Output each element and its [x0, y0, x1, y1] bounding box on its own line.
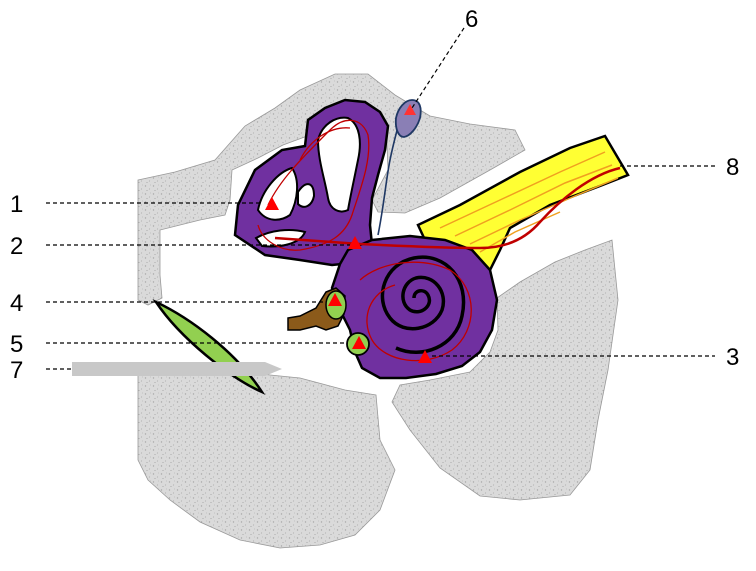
- label-5: 5: [10, 331, 23, 358]
- label-7: 7: [10, 357, 23, 384]
- leader-line-6: [412, 28, 464, 108]
- label-4: 4: [10, 290, 23, 317]
- stapes: [288, 288, 346, 330]
- canal-hole: [298, 184, 314, 207]
- sound-arrow: [72, 362, 282, 376]
- label-8: 8: [726, 154, 739, 181]
- label-6: 6: [465, 6, 478, 33]
- label-3: 3: [726, 344, 739, 371]
- bone-lower: [138, 372, 395, 548]
- label-2: 2: [10, 233, 23, 260]
- label-1: 1: [10, 191, 23, 218]
